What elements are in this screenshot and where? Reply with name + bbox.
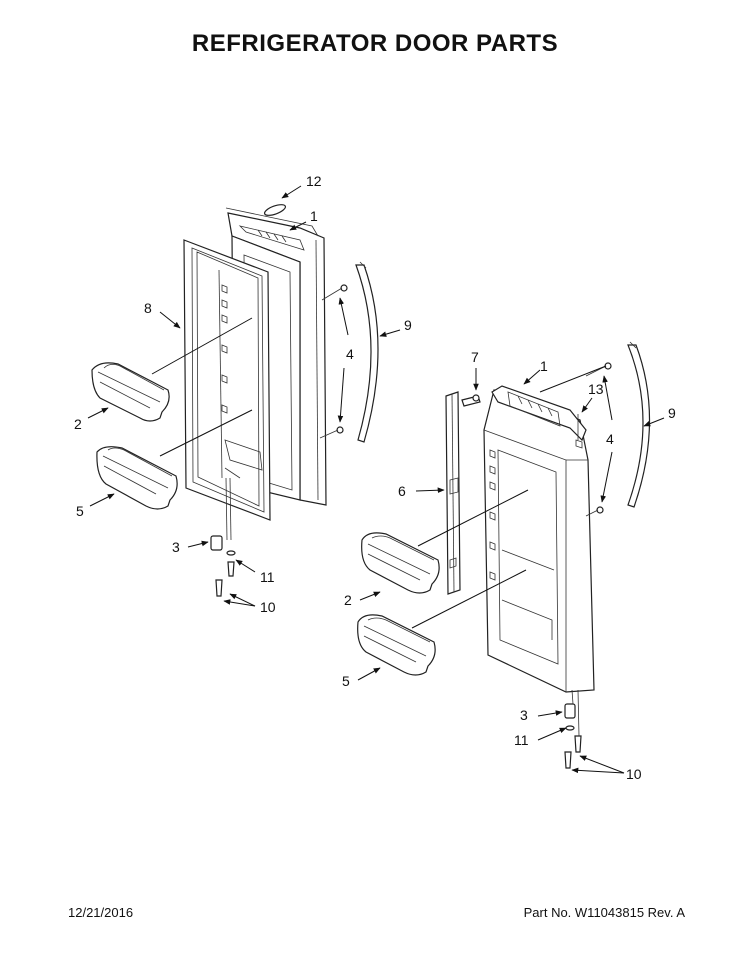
left-door-assembly — [87, 185, 401, 607]
left-lower-hinge-parts — [210, 477, 236, 597]
right-door-assembly — [357, 341, 665, 774]
callout-right-1: 1 — [540, 358, 548, 374]
left-screw-top — [340, 284, 348, 292]
callout-left-1: 1 — [310, 208, 318, 224]
right-door-bin-lower — [357, 614, 436, 676]
footer-date: 12/21/2016 — [68, 905, 134, 920]
left-hinge-cover — [263, 204, 287, 216]
right-lower-hinge-parts — [564, 689, 582, 769]
callout-right-9: 9 — [668, 405, 676, 421]
right-handle — [627, 341, 651, 508]
callout-right-2: 2 — [344, 592, 352, 608]
callout-right-5: 5 — [342, 673, 350, 689]
footer-part-number: Part No. W11043815 Rev. A — [523, 905, 685, 920]
callout-left-2: 2 — [74, 416, 82, 432]
callout-right-11: 11 — [514, 732, 529, 748]
callout-right-7: 7 — [471, 349, 479, 365]
page-title: REFRIGERATOR DOOR PARTS — [191, 30, 559, 57]
callout-left-3: 3 — [172, 539, 180, 555]
callout-left-8: 8 — [144, 300, 152, 316]
right-screw-bottom — [596, 506, 604, 514]
left-door-bin-upper — [91, 362, 170, 422]
left-handle — [355, 261, 379, 443]
callout-right-13: 13 — [588, 381, 604, 397]
right-door-mullion — [445, 391, 481, 595]
left-door-bin-lower — [96, 446, 178, 510]
callout-right-6: 6 — [398, 483, 406, 499]
callout-right-3: 3 — [520, 707, 528, 723]
callout-right-10: 10 — [626, 766, 642, 782]
callout-right-4: 4 — [606, 431, 614, 447]
left-door-gasket — [183, 239, 271, 521]
callout-left-11: 11 — [260, 569, 275, 585]
callout-labels: 12 1 8 9 4 2 5 3 11 10 7 1 13 9 4 6 2 5 … — [74, 173, 676, 782]
callout-left-12: 12 — [306, 173, 322, 189]
callout-left-9: 9 — [404, 317, 412, 333]
right-door-bin-upper — [361, 532, 440, 594]
left-screw-bottom — [336, 426, 344, 434]
callout-left-5: 5 — [76, 503, 84, 519]
callout-left-4: 4 — [346, 346, 354, 362]
callout-left-10: 10 — [260, 599, 276, 615]
right-door-panel — [483, 385, 595, 693]
